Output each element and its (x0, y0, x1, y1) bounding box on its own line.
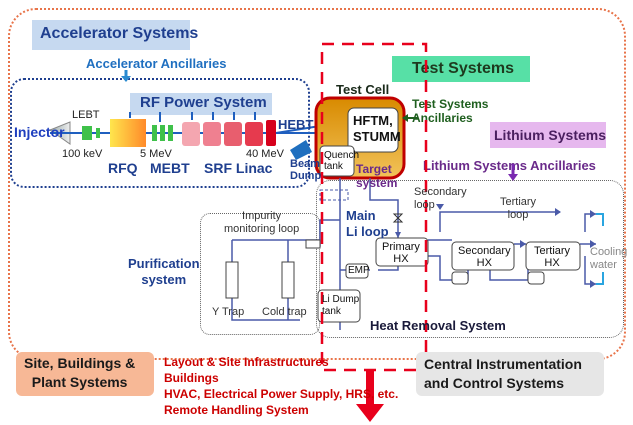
emp-label: EMP (348, 265, 370, 276)
injector-label: Injector (14, 124, 65, 140)
site-list-item-4: Remote Handling System (164, 403, 309, 417)
y-trap-box (225, 261, 239, 299)
srf-cavity-1 (182, 122, 200, 146)
cold-trap-box (281, 261, 295, 299)
srf-linac-label: SRF Linac (204, 160, 273, 176)
cooling-water-label: Cooling water (590, 246, 628, 271)
test-systems-title: Test Systems (412, 60, 514, 77)
hftm-box (347, 107, 399, 153)
srf-cavity-3 (224, 122, 242, 146)
heat-removal-system-label: Heat Removal System (370, 318, 506, 333)
kev-100-label: 100 keV (62, 148, 103, 160)
site-list-item-2: Buildings (164, 371, 219, 385)
purification-system-label: Purification system (128, 256, 200, 287)
site-list-item-3: HVAC, Electrical Power Supply, HRS, etc. (164, 387, 399, 401)
lebt-label: LEBT (72, 109, 100, 121)
target-system-label: Target system (356, 162, 398, 190)
valve-icon (392, 213, 404, 223)
secondary-loop-label: Secondary loop (414, 186, 467, 211)
cold-trap-label: Cold trap (262, 306, 307, 318)
lithium-systems-title: Lithium Systems (494, 127, 607, 143)
srf-cavity-2 (203, 122, 221, 146)
rf-power-system-label: RF Power System (140, 94, 267, 111)
tertiary-loop-label: Tertiary loop (500, 196, 537, 221)
srf-cavity-4 (245, 122, 263, 146)
mev-5-label: 5 MeV (140, 148, 172, 160)
rfq-block (110, 119, 146, 147)
y-trap-label: Y Trap (212, 306, 245, 318)
mebt-element-3 (168, 125, 173, 141)
tertiary-hx-label: Tertiary HX (534, 245, 571, 269)
tertiary-hx-box (525, 241, 581, 271)
hebt-label: HEBT (278, 117, 314, 132)
impurity-monitoring-label: Impurity monitoring loop (224, 210, 300, 235)
central-instrumentation-box (416, 352, 604, 396)
mev-40-label: 40 MeV (246, 148, 284, 160)
quench-tank-label: Quench tank (324, 150, 360, 172)
site-buildings-title: Site, Buildings & Plant Systems (24, 355, 136, 390)
quench-tank-box (319, 145, 355, 177)
emp-box (345, 263, 369, 279)
outer-frame (8, 8, 626, 360)
site-buildings-box (16, 352, 154, 396)
mebt-label: MEBT (150, 160, 190, 176)
rfq-label: RFQ (108, 160, 138, 176)
lebt-element-2 (96, 128, 100, 138)
hftm-stumm-label: HFTM, STUMM (353, 113, 401, 144)
secondary-hx-box (451, 241, 515, 271)
primary-hx-label: Primary HX (382, 241, 420, 265)
test-cell-label: Test Cell (336, 82, 390, 97)
site-list-item-1: Layout & Site Infrastructures (164, 355, 329, 369)
beam-dump-shape (290, 140, 312, 160)
lithium-systems-ancillaries-label: Lithium Systems Ancillaries (423, 158, 596, 173)
li-dump-tank-box (317, 289, 361, 323)
accelerator-systems-title: Accelerator Systems (40, 25, 199, 42)
beam-dump-label: Beam Dump (290, 158, 322, 182)
lithium-systems-box (490, 122, 606, 148)
lithium-region (316, 180, 624, 338)
accelerator-ancillaries-label: Accelerator Ancillaries (86, 56, 227, 71)
down-arrow-head (356, 404, 384, 422)
rf-power-system-box (130, 93, 272, 115)
main-li-loop-label: Main Li loop (346, 208, 389, 239)
mebt-element-1 (152, 125, 157, 141)
mebt-element-2 (160, 125, 165, 141)
accelerator-systems-box (32, 20, 190, 50)
lebt-element-1 (82, 126, 92, 140)
purification-region (200, 213, 320, 335)
primary-hx-box (375, 237, 429, 267)
down-arrow-shaft (366, 370, 374, 410)
li-dump-tank-label: Li Dump tank (322, 294, 360, 317)
srf-cavity-5 (266, 120, 276, 146)
central-instrumentation-title: Central Instrumentation and Control Syst… (424, 356, 582, 391)
secondary-hx-label: Secondary HX (458, 245, 511, 269)
test-systems-box (392, 56, 530, 82)
